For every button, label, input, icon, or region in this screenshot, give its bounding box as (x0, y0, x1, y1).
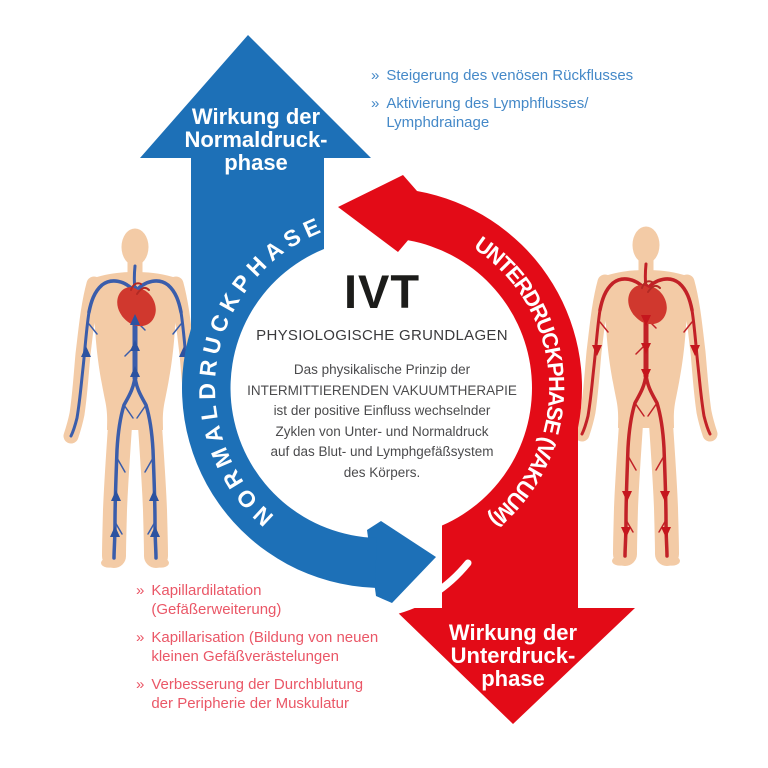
page-subtitle: PHYSIOLOGISCHE GRUNDLAGEN (256, 327, 508, 344)
effect-text: Verbesserung der Durchblutung (151, 676, 364, 693)
list-item: » Verbesserung der Durchblutung der Peri… (136, 675, 396, 713)
human-arterial-system-figure (582, 227, 710, 567)
list-item: » Steigerung des venösen Rückflusses (371, 66, 661, 85)
effect-text: Lymphdrainage (386, 114, 490, 131)
effect-text: (Gefäßerweiterung) (151, 601, 282, 618)
bullet-icon: » (136, 582, 145, 599)
heading-line: Wirkung der (191, 104, 321, 129)
center-text-block: IVT PHYSIOLOGISCHE GRUNDLAGEN Das physik… (227, 268, 537, 483)
bullet-icon: » (371, 95, 380, 112)
normal-phase-arrow (140, 35, 377, 588)
downward-flow-arrows (592, 315, 700, 538)
effect-text: der Peripherie der Muskulatur (151, 695, 349, 712)
description-line: des Körpers. (343, 464, 421, 480)
vacuum-phase-effects-list: » Kapillardilatation (Gefäßerweiterung) … (136, 581, 396, 722)
list-item: » Kapillarisation (Bildung von neuen kle… (136, 628, 396, 666)
list-item: » Aktivierung des Lymphflusses/ Lymphdra… (371, 94, 661, 132)
human-venous-system-figure (71, 229, 199, 569)
bullet-icon: » (371, 67, 380, 84)
upward-flow-arrows (81, 314, 189, 537)
description-line: auf das Blut- und Lymphgefäßsystem (270, 444, 494, 459)
heading-line: Unterdruck- (450, 643, 576, 668)
description-line: ist der positive Einfluss wechselnder (273, 403, 491, 418)
vacuum-phase-heading: Wirkung der Unterdruck- phase (403, 621, 623, 690)
effect-text: Kapillardilatation (151, 582, 262, 599)
heading-line: Normaldruck- (184, 127, 328, 152)
effect-text: Kapillarisation (Bildung von neuen (151, 629, 379, 646)
description-line: Das physikalische Prinzip der (293, 362, 471, 377)
bullet-icon: » (136, 629, 145, 646)
list-item: » Kapillardilatation (Gefäßerweiterung) (136, 581, 396, 619)
effect-text: Steigerung des venösen Rückflusses (386, 67, 634, 84)
description-line: Zyklen von Unter- und Normaldruck (275, 423, 489, 439)
vacuum-phase-arrow (338, 175, 635, 724)
normal-phase-effects-list: » Steigerung des venösen Rückflusses » A… (371, 66, 661, 141)
band-separator-line (387, 559, 472, 616)
normal-phase-heading: Wirkung der Normaldruck- phase (146, 105, 366, 174)
description-paragraph: Das physikalische Prinzip der INTERMITTI… (227, 360, 537, 483)
effect-text: Aktivierung des Lymphflusses/ (386, 95, 589, 112)
effect-text: kleinen Gefäßverästelungen (151, 648, 339, 665)
bullet-icon: » (136, 676, 145, 693)
heading-line: phase (481, 666, 545, 691)
heading-line: phase (224, 150, 288, 175)
page-title: IVT (343, 265, 421, 318)
description-line: INTERMITTIERENDEN VAKUUMTHERAPIE (247, 382, 517, 398)
heading-line: Wirkung der (448, 620, 578, 645)
